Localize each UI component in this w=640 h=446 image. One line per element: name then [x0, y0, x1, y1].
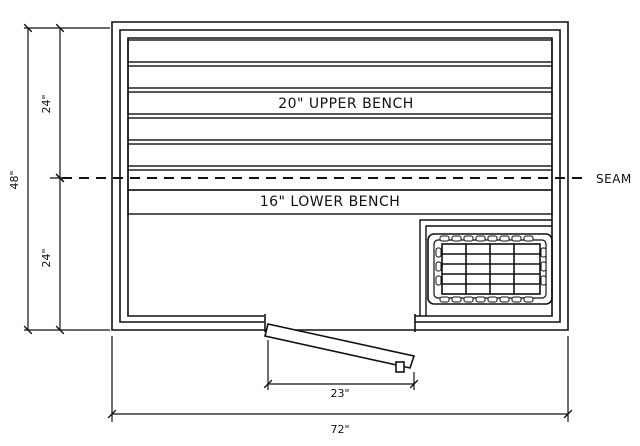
outer-wall	[111, 21, 569, 331]
lower-bench	[127, 169, 553, 215]
upper-bench-slat	[127, 39, 553, 63]
heater-guard	[419, 219, 552, 316]
door-handle	[395, 361, 405, 373]
upper-bench-slat	[127, 65, 553, 89]
upper-bench-label: 20" UPPER BENCH	[278, 96, 414, 112]
heater-enclosure	[419, 219, 552, 316]
upper-bench-slat	[127, 117, 553, 141]
upper-bench-slat	[127, 143, 553, 167]
door-panel	[264, 323, 416, 369]
inner-wall-line	[127, 37, 553, 317]
sauna-walls	[111, 21, 569, 332]
door-width-label: 23"	[330, 387, 349, 400]
heater-grill	[441, 243, 541, 295]
upper-half-height-label: 24"	[40, 94, 53, 113]
upper-bench	[127, 39, 553, 167]
total-height-label: 48"	[8, 170, 21, 189]
heater-stones	[435, 235, 547, 303]
heater-body	[427, 233, 553, 305]
sauna-heater	[427, 233, 553, 305]
height-dimensions	[23, 23, 110, 335]
heater-grill-frame	[441, 243, 541, 295]
lower-half-height-label: 24"	[40, 248, 53, 267]
lower-bench-slat	[127, 189, 553, 215]
inner-wall-left	[119, 29, 561, 323]
seam-label: SEAM	[596, 172, 632, 186]
total-width-label: 72"	[330, 423, 349, 436]
width-dimensions	[107, 336, 573, 422]
lower-bench-label: 16" LOWER BENCH	[260, 194, 401, 210]
sauna-door	[264, 323, 416, 373]
upper-bench-slat	[127, 91, 553, 115]
lower-bench-slat	[127, 169, 553, 191]
heater-guard-inner	[425, 225, 552, 316]
